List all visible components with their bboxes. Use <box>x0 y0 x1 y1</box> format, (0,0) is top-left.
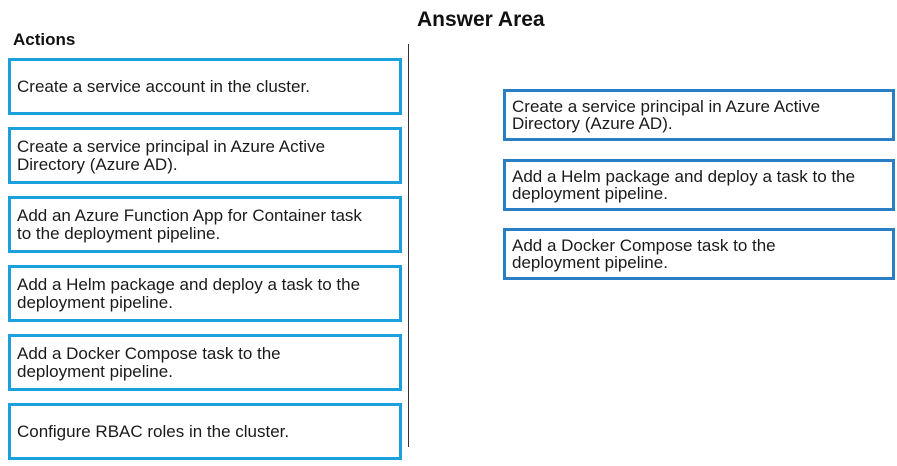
action-item-create-service-principal[interactable]: Create a service principal in Azure Acti… <box>8 127 402 184</box>
action-item-label: Add a Docker Compose task to the deploym… <box>17 343 281 381</box>
answer-item-label: Add a Docker Compose task to the deploym… <box>512 236 776 272</box>
action-item-label: Add a Helm package and deploy a task to … <box>17 274 361 312</box>
answer-item-label: Add a Helm package and deploy a task to … <box>512 167 856 203</box>
action-item-label: Create a service principal in Azure Acti… <box>17 136 326 174</box>
actions-title: Actions <box>13 30 76 49</box>
column-divider <box>408 44 409 447</box>
action-item-add-helm-package[interactable]: Add a Helm package and deploy a task to … <box>8 265 402 322</box>
action-item-add-docker-compose[interactable]: Add a Docker Compose task to the deploym… <box>8 334 402 391</box>
action-item-create-service-account[interactable]: Create a service account in the cluster. <box>8 58 402 115</box>
answer-slot-1[interactable]: Create a service principal in Azure Acti… <box>503 89 895 141</box>
answer-item-label: Create a service principal in Azure Acti… <box>512 97 821 133</box>
action-item-label: Add an Azure Function App for Container … <box>17 205 362 243</box>
answer-slot-2[interactable]: Add a Helm package and deploy a task to … <box>503 159 895 211</box>
answer-area-title: Answer Area <box>417 8 545 31</box>
action-item-configure-rbac[interactable]: Configure RBAC roles in the cluster. <box>8 403 402 460</box>
action-item-label: Configure RBAC roles in the cluster. <box>17 421 290 441</box>
action-item-label: Create a service account in the cluster. <box>17 76 310 96</box>
answer-slot-3[interactable]: Add a Docker Compose task to the deploym… <box>503 228 895 280</box>
action-item-add-function-app[interactable]: Add an Azure Function App for Container … <box>8 196 402 253</box>
